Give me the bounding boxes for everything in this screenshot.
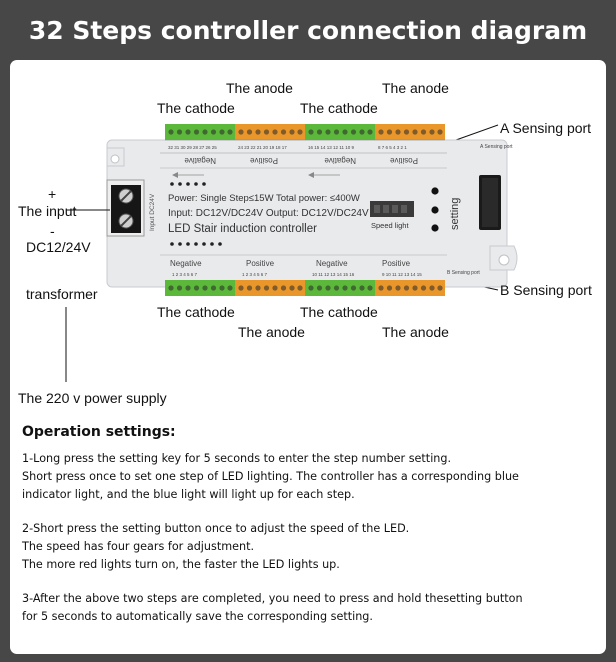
operation-step-2-line-2: The speed has four gears for adjustment. [22, 540, 255, 553]
top-terminal-strip [165, 124, 445, 141]
svg-text:1 2 3 4 5 6 7: 1 2 3 4 5 6 7 [172, 272, 198, 277]
bottom-terminal-strip [165, 280, 445, 296]
page-title: 32 Steps controller connection diagram [28, 15, 588, 45]
top-positive-silk-1: Positive [249, 156, 278, 165]
setting-button[interactable] [431, 206, 439, 214]
sensing-port-a-label: A Sensing port [500, 120, 592, 136]
svg-text:10 11 12 13 14 15 16: 10 11 12 13 14 15 16 [312, 272, 355, 277]
operation-step-1-line-3: indicator light, and the blue light will… [22, 488, 355, 501]
board-input-terminal-silk: Input DC24V [149, 193, 156, 231]
operation-step-1-line-1: 1-Long press the setting key for 5 secon… [22, 452, 452, 465]
anode-bottom-right-label: The anode [382, 324, 449, 340]
dc-voltage-label: DC12/24V [26, 239, 91, 255]
anode-bottom-left-label: The anode [238, 324, 305, 340]
operation-settings: Operation settings: 1-Long press the set… [22, 424, 592, 626]
top-positive-silk-2: Positive [389, 156, 418, 165]
a-sensing-port-silk: A Sensing port [480, 144, 513, 150]
anode-top-right-label: The anode [382, 80, 449, 96]
operation-step-3-line-1: 3-After the above two steps are complete… [22, 592, 523, 605]
operation-step-2-line-1: 2-Short press the setting button once to… [22, 522, 410, 535]
bottom-negative-silk-1: Negative [170, 259, 202, 268]
sensing-a-leader-line [455, 124, 499, 141]
svg-text:9 10 11 12 13 14 15: 9 10 11 12 13 14 15 [382, 272, 422, 277]
bottom-green-terminal-1 [165, 280, 235, 296]
top-orange-terminal-2 [375, 124, 445, 140]
anode-top-left-label: The anode [226, 80, 293, 96]
transformer-label: transformer [26, 286, 98, 302]
bottom-negative-silk-2: Negative [316, 259, 348, 268]
bottom-orange-terminal-2 [375, 280, 445, 296]
cathode-bottom-left-label: The cathode [157, 304, 235, 320]
diagram-panel: 32 31 30 29 28 27 26 25 24 23 22 21 20 1… [10, 60, 606, 654]
bottom-green-terminal-2 [305, 280, 375, 296]
top-green-terminal-2 [305, 124, 375, 140]
sensing-port-b-label: B Sensing port [500, 282, 592, 298]
input-minus-label: - [50, 223, 55, 239]
board-model-text: LED Stair induction controller [168, 223, 317, 235]
indicator-button-1[interactable] [431, 187, 439, 195]
bottom-positive-silk-1: Positive [246, 259, 275, 268]
controller-diagram: 32 31 30 29 28 27 26 25 24 23 22 21 20 1… [65, 124, 518, 382]
operation-step-2-line-3: The more red lights turn on, the faster … [22, 558, 340, 571]
bottom-positive-silk-2: Positive [382, 259, 411, 268]
top-negative-silk-2: Negative [324, 156, 356, 165]
cathode-top-right-label: The cathode [300, 100, 378, 116]
operation-step-1-line-2: Short press once to set one step of LED … [22, 470, 519, 483]
input-plus-label: + [48, 186, 57, 202]
setting-label: setting [449, 198, 461, 230]
cathode-top-left-label: The cathode [157, 100, 235, 116]
operation-heading: Operation settings: [22, 424, 176, 440]
svg-text:8 7 6 5 4 3 2 1: 8 7 6 5 4 3 2 1 [378, 145, 407, 150]
bottom-orange-terminal-1 [235, 280, 305, 296]
power-supply-label: The 220 v power supply [18, 390, 167, 406]
b-sensing-port-silk: B Sensing port [447, 270, 480, 276]
operation-step-3-line-2: for 5 seconds to automatically save the … [22, 610, 373, 623]
svg-text:24 23 22 21 20 19 18 17: 24 23 22 21 20 19 18 17 [238, 145, 287, 150]
board-power-text: Power: Single Step≤15W Total power: ≤400… [168, 193, 360, 204]
speed-light-label: Speed light [371, 221, 409, 230]
board-input-text: Input: DC12V/DC24V Output: DC12V/DC24V [168, 208, 369, 219]
top-negative-silk-1: Negative [184, 156, 216, 165]
input-label: The input [18, 203, 77, 219]
indicator-button-2[interactable] [431, 224, 439, 232]
top-green-terminal-1 [165, 124, 235, 140]
input-terminal-block [106, 179, 145, 237]
svg-text:16 15 14 13 12 11 10 9: 16 15 14 13 12 11 10 9 [308, 145, 354, 150]
cathode-bottom-right-label: The cathode [300, 304, 378, 320]
svg-text:1 2 3 4 5 6 7: 1 2 3 4 5 6 7 [242, 272, 268, 277]
svg-text:32 31 30 29 28 27 26 25: 32 31 30 29 28 27 26 25 [168, 145, 217, 150]
top-orange-terminal-1 [235, 124, 305, 140]
controller-board [106, 139, 518, 288]
